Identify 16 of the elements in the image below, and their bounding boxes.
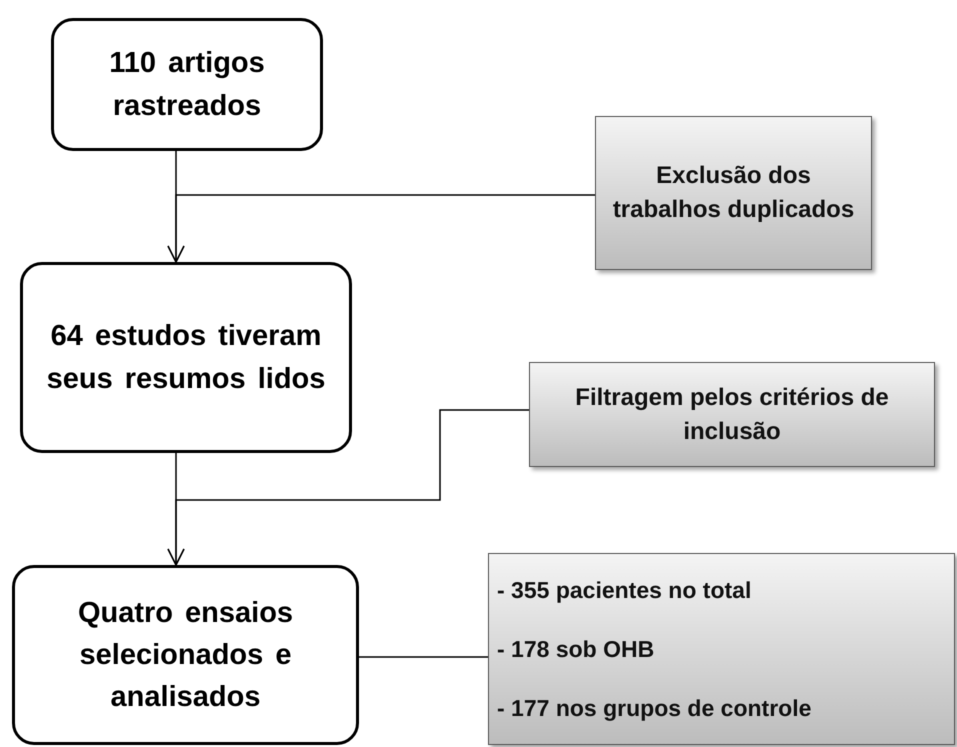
process-box bbox=[20, 262, 352, 453]
process-box bbox=[12, 565, 359, 745]
box-text: Exclusão dos trabalhos duplicados bbox=[612, 161, 856, 225]
list-item: - 177 nos grupos de controle bbox=[497, 694, 812, 724]
process-box bbox=[51, 18, 323, 151]
connector-arrow bbox=[167, 409, 529, 566]
box-text: 110 artigos rastreados bbox=[108, 46, 266, 124]
box-text: Filtragem pelos critérios de inclusão bbox=[574, 382, 890, 446]
filter-box bbox=[529, 362, 935, 467]
connector-arrow bbox=[167, 194, 595, 263]
box-text: Quatro ensaios selecionados e analisados bbox=[76, 596, 294, 716]
filter-box bbox=[595, 116, 872, 270]
box-text: 64 estudos tiveram seus resumos lidos bbox=[46, 319, 326, 396]
list-item: - 355 pacientes no total bbox=[497, 576, 752, 605]
list-item: - 178 sob OHB bbox=[497, 634, 654, 664]
summary-box bbox=[488, 553, 955, 745]
